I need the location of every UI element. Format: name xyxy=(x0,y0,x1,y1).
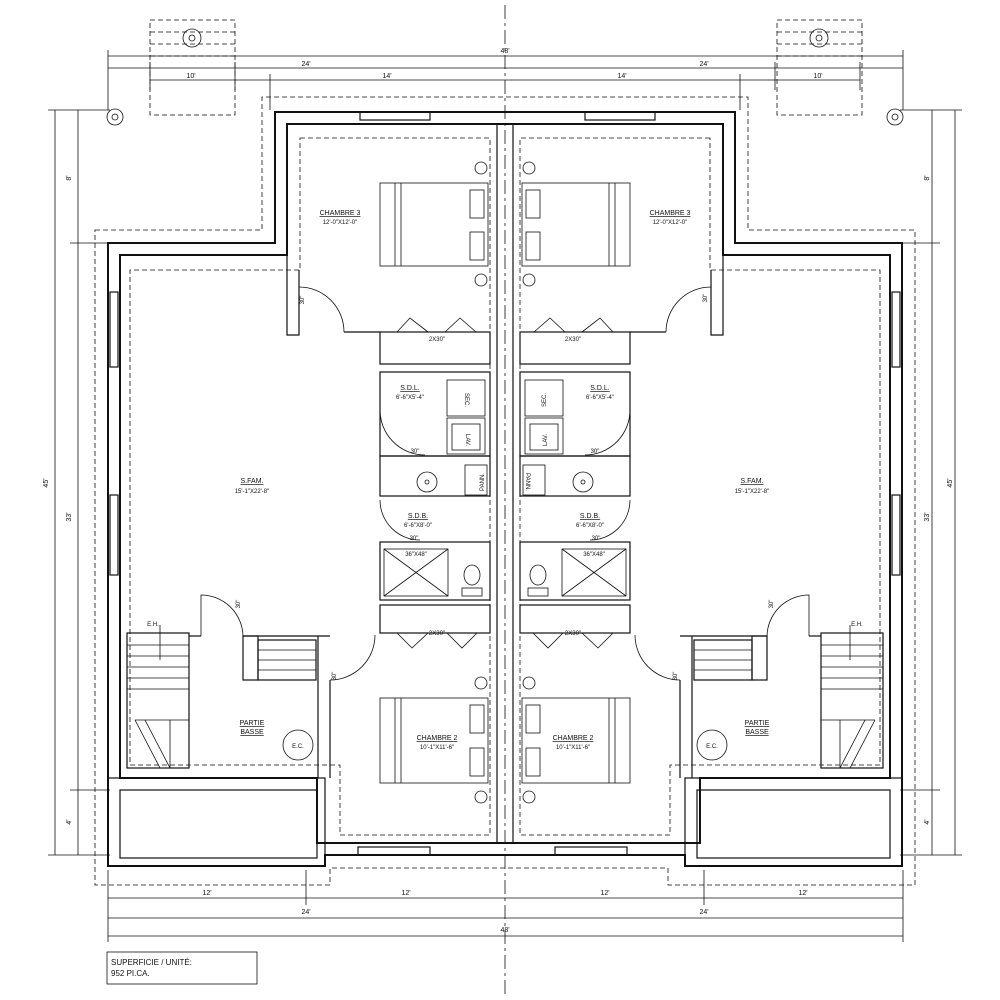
door-chambre3-left: 30" xyxy=(300,296,306,305)
room-sdl-right: S.D.L. xyxy=(590,385,610,392)
party-wall xyxy=(496,123,514,844)
left-dimensions: 45' 8' 33' 4' xyxy=(43,109,110,856)
dim-bottom-height-right: 4' xyxy=(924,819,931,824)
left-unit xyxy=(126,161,491,804)
ec-left: E.C. xyxy=(292,744,304,750)
dim-half-width-bottom-right: 24' xyxy=(699,909,708,916)
partie-right-1: PARTIE xyxy=(745,720,770,727)
post-left xyxy=(106,108,124,126)
washer-right: LAV. xyxy=(543,434,549,446)
washer-left: LAV. xyxy=(464,434,470,446)
room-sdb-left: S.D.B. xyxy=(408,513,428,520)
porch-steps-left xyxy=(149,19,236,116)
dim-top-height-right: 8' xyxy=(924,175,931,180)
dim-total-height-left: 45' xyxy=(43,478,50,487)
size-sdb-right: 6'-6"X8'-0" xyxy=(576,523,604,529)
foundation-outline xyxy=(94,96,916,886)
inner-outline-right xyxy=(519,137,881,836)
dim-total-width-top: 48' xyxy=(500,48,509,55)
room-sdb-right: S.D.B. xyxy=(580,513,600,520)
size-sfam-left: 15'-1"X22'-8" xyxy=(235,489,270,495)
bed-chambre2-left xyxy=(379,697,489,784)
linen-left: PANN. xyxy=(480,473,486,491)
linen-right: PANN. xyxy=(524,473,530,491)
room-sfam-right: S.FAM. xyxy=(741,478,764,485)
door-chambre3-right: 30" xyxy=(703,294,709,303)
size-chambre3-right: 12'-0"X12'-0" xyxy=(653,220,688,226)
dim-total-height-right: 45' xyxy=(947,478,954,487)
room-chambre3-left: CHAMBRE 3 xyxy=(320,210,361,217)
size-chambre2-right: 10'-1"X11'-6" xyxy=(556,745,590,751)
porch-steps-right xyxy=(776,19,863,116)
door-sdl-left: 30" xyxy=(411,449,420,455)
size-sdl-left: 6'-6"X5'-4" xyxy=(396,395,424,401)
size-sfam-right: 15'-1"X22'-8" xyxy=(735,489,770,495)
dim-lower-seg-4: 12' xyxy=(798,890,807,897)
dim-bottom-height-left: 4' xyxy=(66,819,73,824)
info-area-label: SUPERFICIE / UNITÉ: xyxy=(111,958,192,967)
size-chambre2-left: 10'-1"X11'-6" xyxy=(420,745,454,751)
size-sdb-left: 6'-6"X8'-0" xyxy=(404,523,432,529)
dim-half-width-bottom-left: 24' xyxy=(301,909,310,916)
dim-lower-seg-3: 12' xyxy=(600,890,609,897)
size-sdl-right: 6'-6"X5'-4" xyxy=(586,395,614,401)
closet-upper-right: 2X30" xyxy=(565,337,581,343)
dim-upper-left: 14' xyxy=(382,73,391,80)
dim-half-width-top-right: 24' xyxy=(699,61,708,68)
room-chambre2-left: CHAMBRE 2 xyxy=(417,735,458,742)
labels-right: CHAMBRE 3 12'-0"X12'-0" 2X30" 30" S.D.L.… xyxy=(524,210,863,751)
room-sdl-left: S.D.L. xyxy=(400,385,420,392)
dim-lower-seg-2: 12' xyxy=(401,890,410,897)
bottom-porch-left xyxy=(107,777,326,867)
dim-middle-height-left: 33' xyxy=(66,512,73,521)
info-area-value: 952 PI.CA. xyxy=(111,969,150,978)
door-chambre2-right: 30" xyxy=(673,672,679,681)
info-box: SUPERFICIE / UNITÉ: 952 PI.CA. xyxy=(106,951,258,985)
bottom-dimensions: 12' 12' 12' 12' 24' 24' 48' xyxy=(107,870,904,942)
door-sdl-right: 30" xyxy=(591,449,600,455)
size-chambre3-left: 12'-0"X12'-0" xyxy=(323,220,358,226)
room-chambre3-right: CHAMBRE 3 xyxy=(650,210,691,217)
dim-middle-height-right: 33' xyxy=(924,512,931,521)
room-chambre2-right: CHAMBRE 2 xyxy=(553,735,594,742)
door-stair-left: 30" xyxy=(236,600,242,609)
closet-lower-left: 2X30" xyxy=(429,631,445,637)
partie-left-2: BASSE xyxy=(240,729,264,736)
dryer-right: SEC. xyxy=(542,393,548,407)
door-chambre2-left: 30" xyxy=(332,672,338,681)
dim-porch-right: 10' xyxy=(813,73,822,80)
right-unit xyxy=(519,161,884,804)
water-heater-left xyxy=(282,729,314,761)
partie-left-1: PARTIE xyxy=(240,720,265,727)
dim-top-height-left: 8' xyxy=(66,175,73,180)
door-sdb-right: 30" xyxy=(592,536,601,542)
shower-right: 36"X48" xyxy=(583,552,605,558)
closet-upper-left: 2X30" xyxy=(429,337,445,343)
top-dimensions: 48' 24' 24' 10' 14' 14' 10' xyxy=(107,48,904,110)
closet-lower-right: 2X30" xyxy=(565,631,581,637)
windows xyxy=(109,111,901,856)
dim-half-width-top-left: 24' xyxy=(301,61,310,68)
dim-total-width-bottom: 48' xyxy=(500,927,509,934)
labels-left: CHAMBRE 3 12'-0"X12'-0" 2X30" 30" S.D.L.… xyxy=(147,210,486,751)
right-dimensions: 45' 8' 33' 4' xyxy=(900,109,962,856)
dim-lower-seg-1: 12' xyxy=(202,890,211,897)
door-sdb-left: 30" xyxy=(410,536,419,542)
bed-chambre3-left xyxy=(379,182,489,267)
shower-left: 36"X48" xyxy=(405,552,427,558)
dim-porch-left: 10' xyxy=(186,73,195,80)
ec-right: E.C. xyxy=(706,744,718,750)
door-stair-right: 30" xyxy=(769,600,775,609)
eh-left: E.H. xyxy=(147,622,159,628)
eh-right: E.H. xyxy=(851,622,863,628)
bottom-porch-right xyxy=(684,777,903,867)
dim-upper-right: 14' xyxy=(617,73,626,80)
partie-right-2: BASSE xyxy=(745,729,769,736)
room-sfam-left: S.FAM. xyxy=(241,478,264,485)
dryer-left: SEC. xyxy=(463,393,469,407)
post-right xyxy=(886,108,904,126)
inner-outline-left xyxy=(129,137,491,836)
